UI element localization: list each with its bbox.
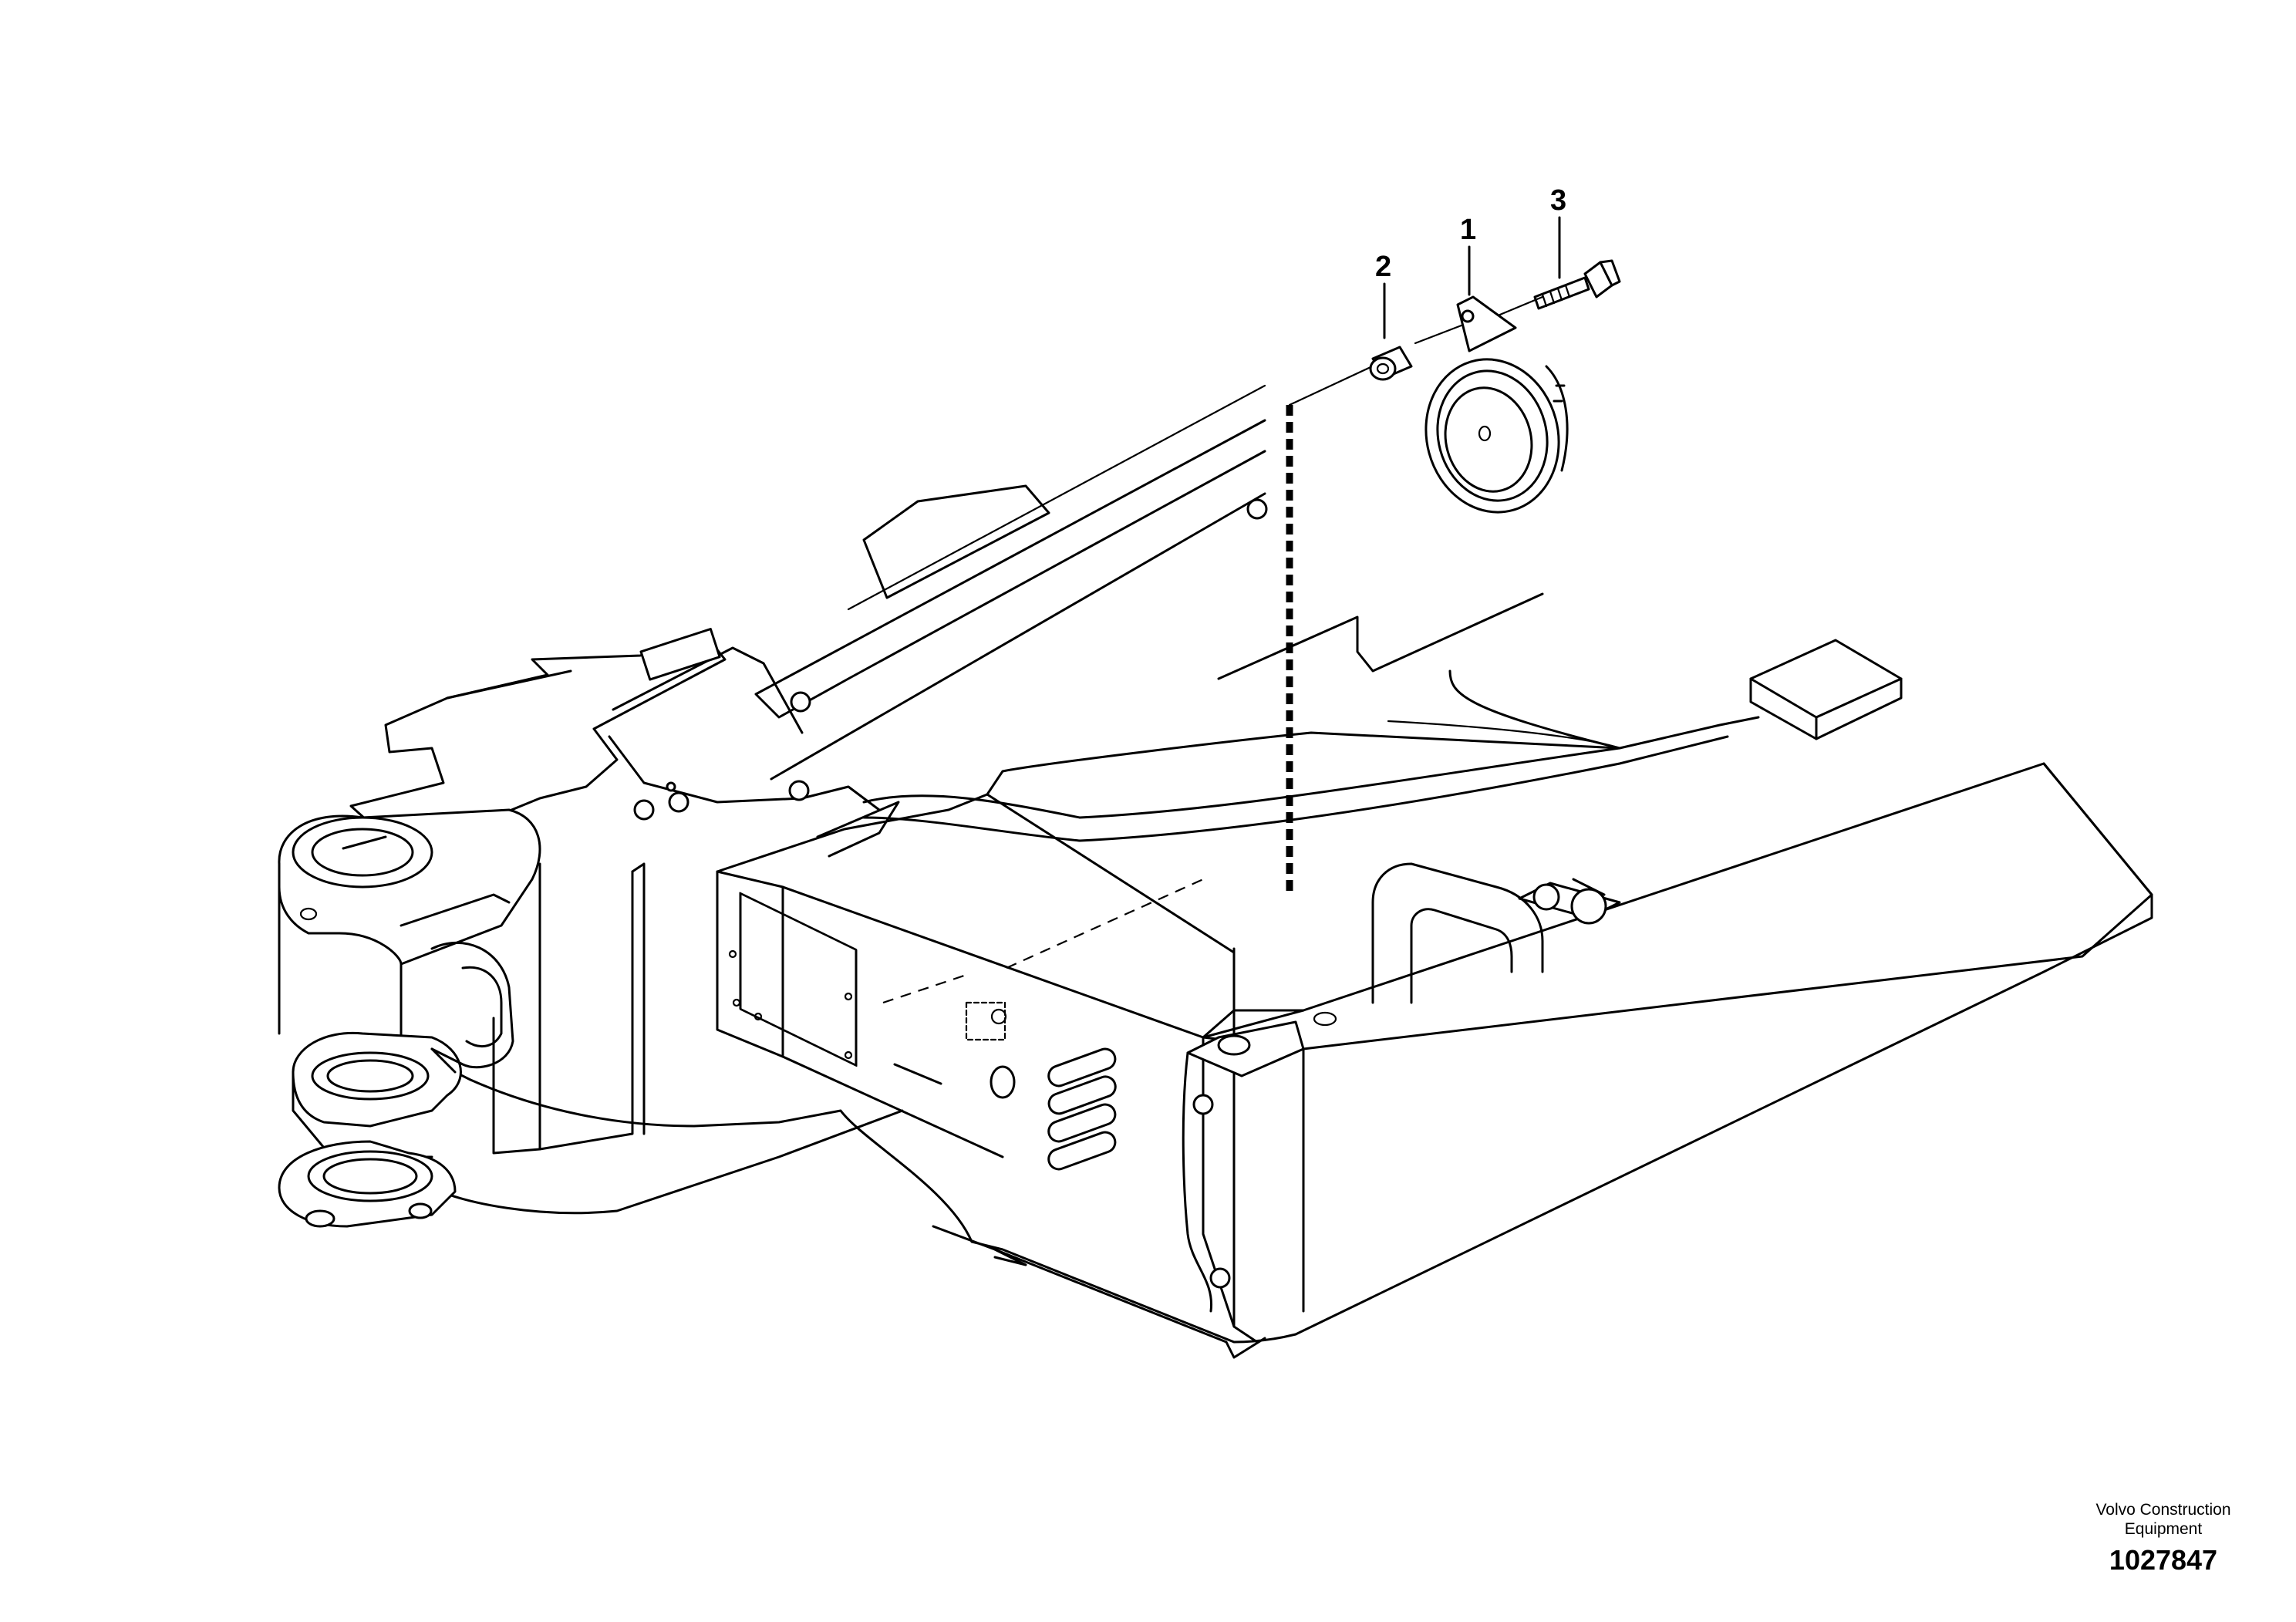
mounting-projection-line bbox=[882, 878, 1204, 1004]
callout-2: 2 bbox=[1375, 251, 1391, 283]
drawing-credit: Volvo Construction Equipment 1027847 bbox=[2036, 1500, 2291, 1577]
spacer bbox=[1369, 346, 1413, 381]
frame-outline bbox=[349, 384, 2153, 1359]
horn-wire bbox=[1182, 1051, 1213, 1313]
bolt-group-right bbox=[1518, 878, 1621, 925]
company-name-line2: Equipment bbox=[2124, 1520, 2203, 1538]
callout-1: 1 bbox=[1460, 214, 1476, 246]
callout-3: 3 bbox=[1550, 184, 1566, 217]
frame-bolts bbox=[633, 498, 1268, 1289]
pivot-hinge bbox=[278, 808, 541, 1228]
vent-slots bbox=[1047, 1047, 1117, 1171]
assembly-axis-line bbox=[1288, 361, 1382, 406]
screw bbox=[1533, 259, 1621, 310]
horn bbox=[1424, 295, 1569, 514]
drawing-number: 1027847 bbox=[2109, 1544, 2218, 1576]
company-name-line1: Volvo Construction bbox=[2095, 1501, 2231, 1519]
